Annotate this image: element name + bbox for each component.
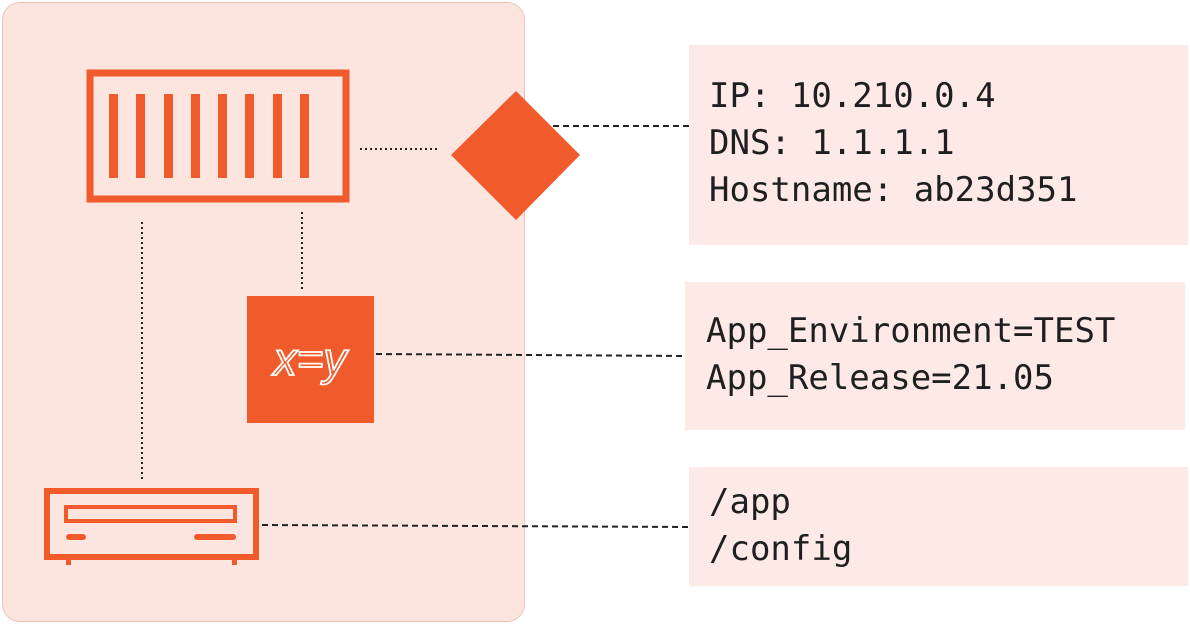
volume-info-box: /app /config xyxy=(689,467,1188,586)
ip-address: IP: 10.210.0.4 xyxy=(709,76,996,116)
volume-path-config: /config xyxy=(709,529,853,569)
dns-server: DNS: 1.1.1.1 xyxy=(709,123,955,163)
hostname: Hostname: ab23d351 xyxy=(709,170,1078,210)
volume-leader-line xyxy=(261,524,690,528)
env-icon-label: x=y xyxy=(272,333,350,385)
volume-path-app: /app xyxy=(709,482,791,522)
env-variable-environment: App_Environment=TEST xyxy=(706,311,1116,351)
env-leader-line xyxy=(375,353,686,357)
environment-info-box: App_Environment=TEST App_Release=21.05 xyxy=(685,282,1185,430)
storage-volume-icon xyxy=(44,488,259,565)
network-diamond-icon xyxy=(451,91,580,220)
network-info-box: IP: 10.210.0.4 DNS: 1.1.1.1 Hostname: ab… xyxy=(689,45,1188,245)
env-variable-release: App_Release=21.05 xyxy=(706,358,1054,398)
container-icon xyxy=(86,69,350,203)
environment-variable-icon: x=y xyxy=(247,296,374,423)
